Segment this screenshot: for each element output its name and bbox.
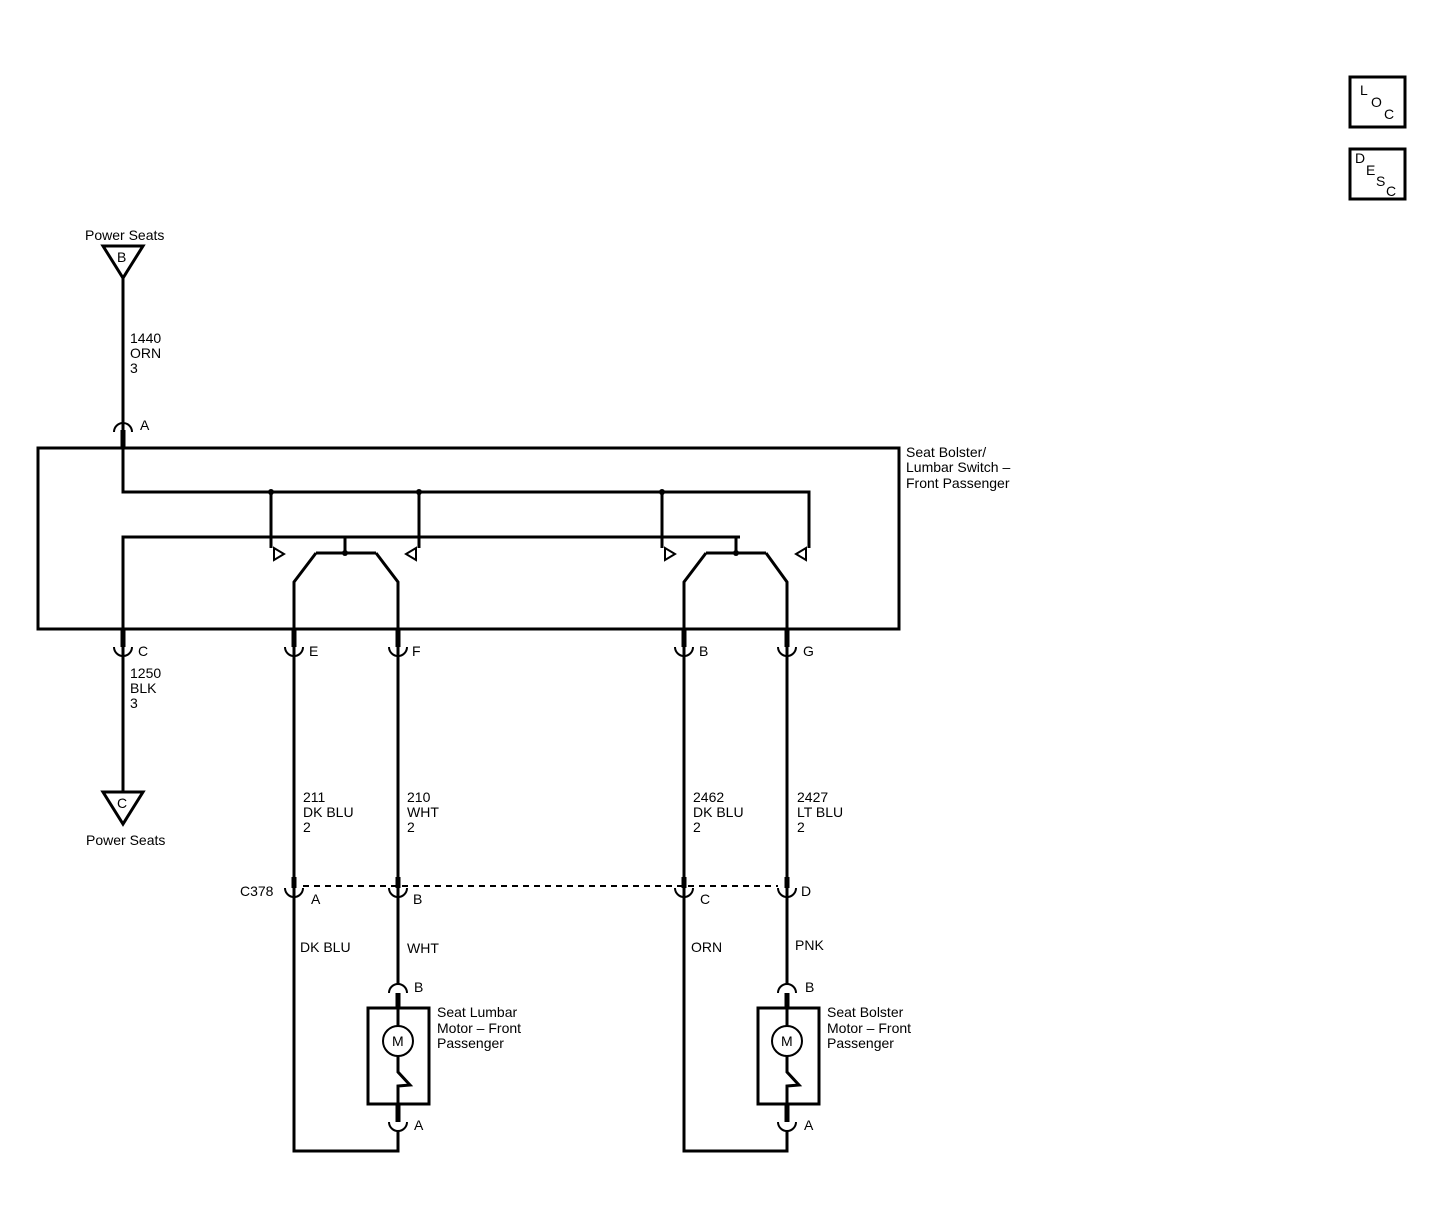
svg-text:3: 3 xyxy=(130,695,138,711)
svg-text:E: E xyxy=(1366,162,1375,178)
svg-text:Power Seats: Power Seats xyxy=(86,832,165,848)
switch-pin-b: B xyxy=(674,629,708,659)
svg-text:S: S xyxy=(1376,173,1385,189)
svg-text:2462: 2462 xyxy=(693,789,724,805)
svg-text:E: E xyxy=(309,643,318,659)
svg-text:Passenger: Passenger xyxy=(437,1035,504,1051)
circuit-breaker-icon xyxy=(785,1056,803,1104)
svg-text:Seat Bolster: Seat Bolster xyxy=(827,1004,904,1020)
svg-text:C378: C378 xyxy=(240,883,274,899)
svg-text:1250: 1250 xyxy=(130,665,161,681)
seat-lumbar-motor[interactable]: B M A Seat Lumbar Motor – Front Passenge… xyxy=(366,979,521,1133)
svg-text:C: C xyxy=(117,795,127,811)
svg-text:L: L xyxy=(1360,82,1368,98)
svg-text:A: A xyxy=(414,1117,424,1133)
svg-text:B: B xyxy=(414,979,423,995)
svg-text:Motor – Front: Motor – Front xyxy=(827,1020,911,1036)
svg-text:3: 3 xyxy=(130,360,138,376)
lower-wiring: DK BLU WHT ORN PNK xyxy=(292,888,824,1153)
svg-text:D: D xyxy=(1355,150,1365,166)
svg-text:2: 2 xyxy=(693,819,701,835)
svg-text:C: C xyxy=(138,643,148,659)
svg-text:M: M xyxy=(781,1033,793,1049)
svg-text:DK BLU: DK BLU xyxy=(303,804,354,820)
wire-210-label: 210 WHT 2 xyxy=(407,789,439,835)
wire-2427-label: 2427 LT BLU 2 xyxy=(797,789,843,835)
svg-text:DK BLU: DK BLU xyxy=(300,939,351,955)
wire-2462-label: 2462 DK BLU 2 xyxy=(693,789,744,835)
loc-button[interactable]: L O C xyxy=(1348,75,1407,129)
svg-text:LT BLU: LT BLU xyxy=(797,804,843,820)
svg-text:PNK: PNK xyxy=(795,937,824,953)
switch-pin-c: C xyxy=(113,629,148,659)
svg-text:2: 2 xyxy=(407,819,415,835)
svg-text:Passenger: Passenger xyxy=(827,1035,894,1051)
svg-text:Lumbar Switch –: Lumbar Switch – xyxy=(906,459,1010,475)
svg-text:211: 211 xyxy=(303,789,326,805)
switch-label: Seat Bolster/ Lumbar Switch – Front Pass… xyxy=(906,444,1010,491)
svg-text:ORN: ORN xyxy=(691,939,722,955)
wire-1250-label: 1250 BLK 3 xyxy=(130,665,161,711)
svg-text:M: M xyxy=(392,1033,404,1049)
switch-pin-e: E xyxy=(284,629,318,659)
svg-text:A: A xyxy=(311,891,321,907)
svg-text:BLK: BLK xyxy=(130,680,157,696)
svg-text:C: C xyxy=(1384,106,1394,122)
connector-c378[interactable]: C378 A B C D xyxy=(240,877,811,907)
svg-text:2: 2 xyxy=(797,819,805,835)
seat-bolster-lumbar-switch[interactable] xyxy=(36,446,901,631)
svg-text:1440: 1440 xyxy=(130,330,161,346)
power-seats-ref-top[interactable]: Power Seats B xyxy=(85,227,164,281)
svg-text:ORN: ORN xyxy=(130,345,161,361)
circuit-breaker-icon xyxy=(396,1056,414,1104)
switch-pin-f: F xyxy=(388,629,421,659)
svg-text:2: 2 xyxy=(303,819,311,835)
desc-button[interactable]: D E S C xyxy=(1348,147,1407,201)
svg-text:B: B xyxy=(699,643,708,659)
power-seats-ref-bottom[interactable]: C Power Seats xyxy=(86,790,165,848)
svg-text:D: D xyxy=(801,883,811,899)
wire-1440-label: 1440 ORN 3 xyxy=(130,330,161,376)
svg-text:Seat Lumbar: Seat Lumbar xyxy=(437,1004,517,1020)
svg-text:F: F xyxy=(412,643,421,659)
seat-bolster-motor[interactable]: B M A Seat Bolster Motor – Front Passeng… xyxy=(756,979,911,1133)
pin-label: A xyxy=(140,417,150,433)
svg-text:WHT: WHT xyxy=(407,940,439,956)
svg-text:210: 210 xyxy=(407,789,431,805)
svg-text:DK BLU: DK BLU xyxy=(693,804,744,820)
ref-triangle-icon xyxy=(100,244,146,281)
switch-internal-circuit xyxy=(121,448,811,629)
svg-text:G: G xyxy=(803,643,814,659)
svg-text:C: C xyxy=(700,891,710,907)
svg-text:B: B xyxy=(117,249,126,265)
svg-text:2427: 2427 xyxy=(797,789,828,805)
svg-text:A: A xyxy=(804,1117,814,1133)
svg-text:B: B xyxy=(805,979,814,995)
connector-a-icon xyxy=(113,422,133,433)
svg-text:O: O xyxy=(1371,94,1382,110)
svg-text:Front Passenger: Front Passenger xyxy=(906,475,1010,491)
wire-211-label: 211 DK BLU 2 xyxy=(303,789,354,835)
svg-text:B: B xyxy=(413,891,422,907)
svg-text:C: C xyxy=(1386,183,1396,199)
svg-text:WHT: WHT xyxy=(407,804,439,820)
switch-pin-g: G xyxy=(777,629,814,659)
svg-text:Motor – Front: Motor – Front xyxy=(437,1020,521,1036)
ref-triangle-icon xyxy=(100,790,146,827)
svg-text:Power Seats: Power Seats xyxy=(85,227,164,243)
svg-text:Seat Bolster/: Seat Bolster/ xyxy=(906,444,986,460)
